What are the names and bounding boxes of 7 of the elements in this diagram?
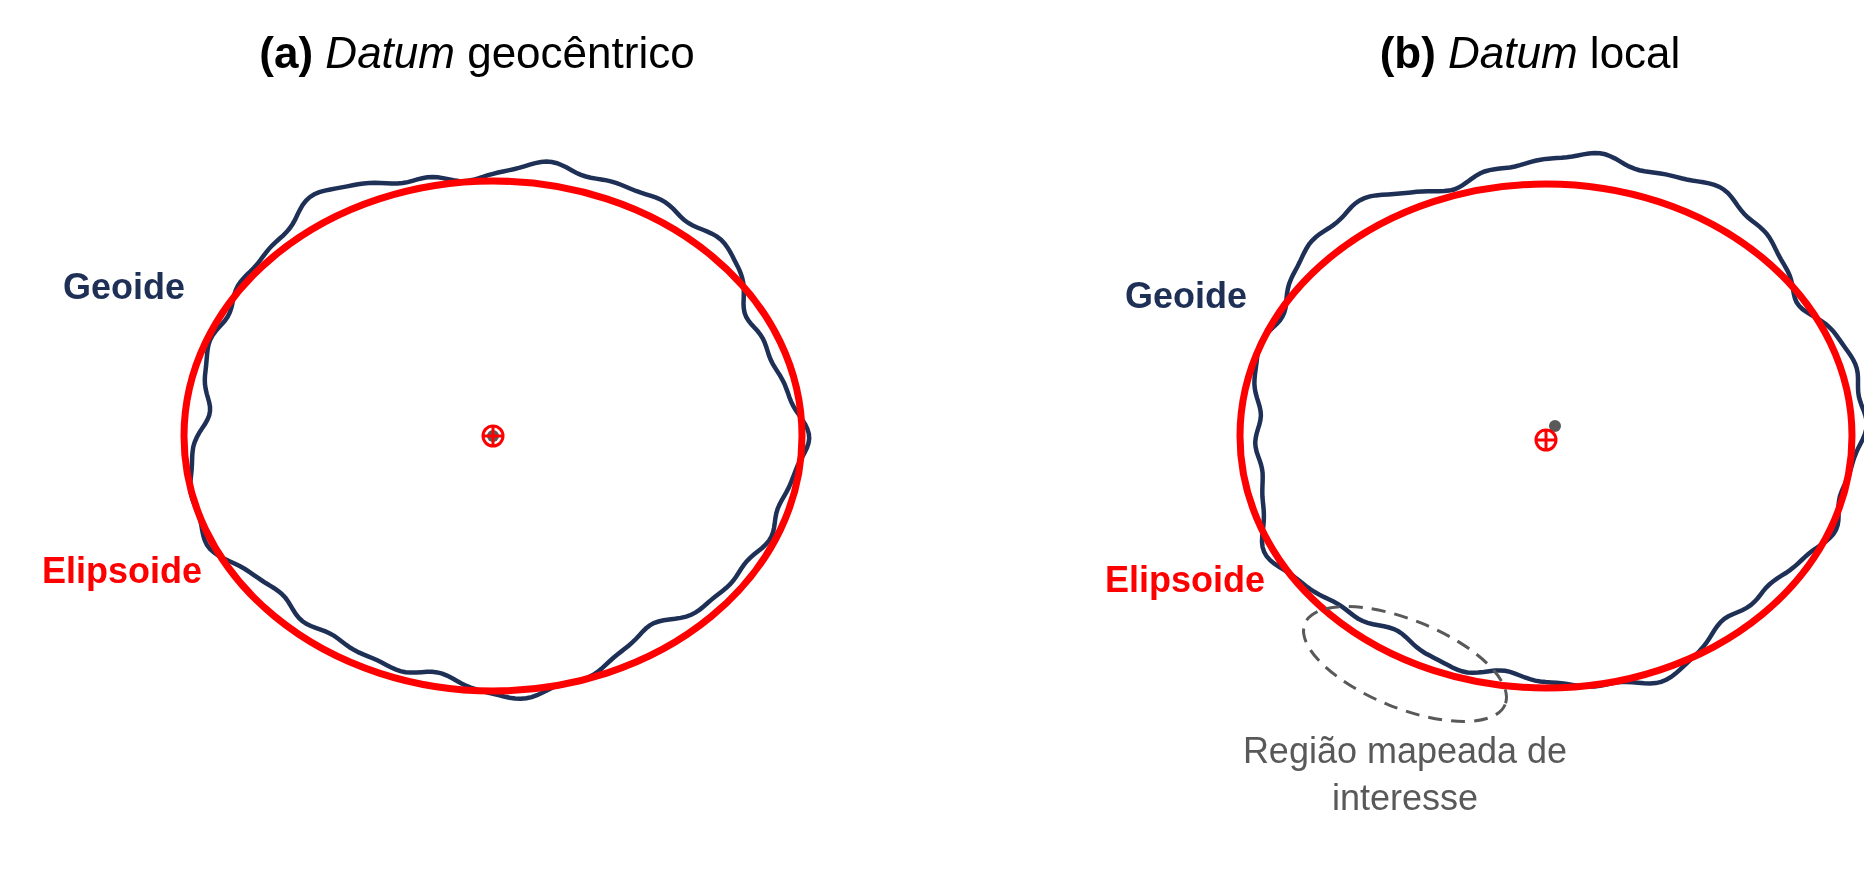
geoid-label: Geoide (63, 266, 185, 308)
panel-title: (b) Datum local (1379, 28, 1681, 78)
panel-title: (a) Datum geocêntrico (259, 28, 695, 78)
region-label: Região mapeada de interesse (1241, 729, 1569, 820)
ellipsoid-label: Elipsoide (1105, 559, 1265, 601)
geoid-label: Geoide (1125, 275, 1247, 317)
ellipsoid-label: Elipsoide (42, 550, 202, 592)
